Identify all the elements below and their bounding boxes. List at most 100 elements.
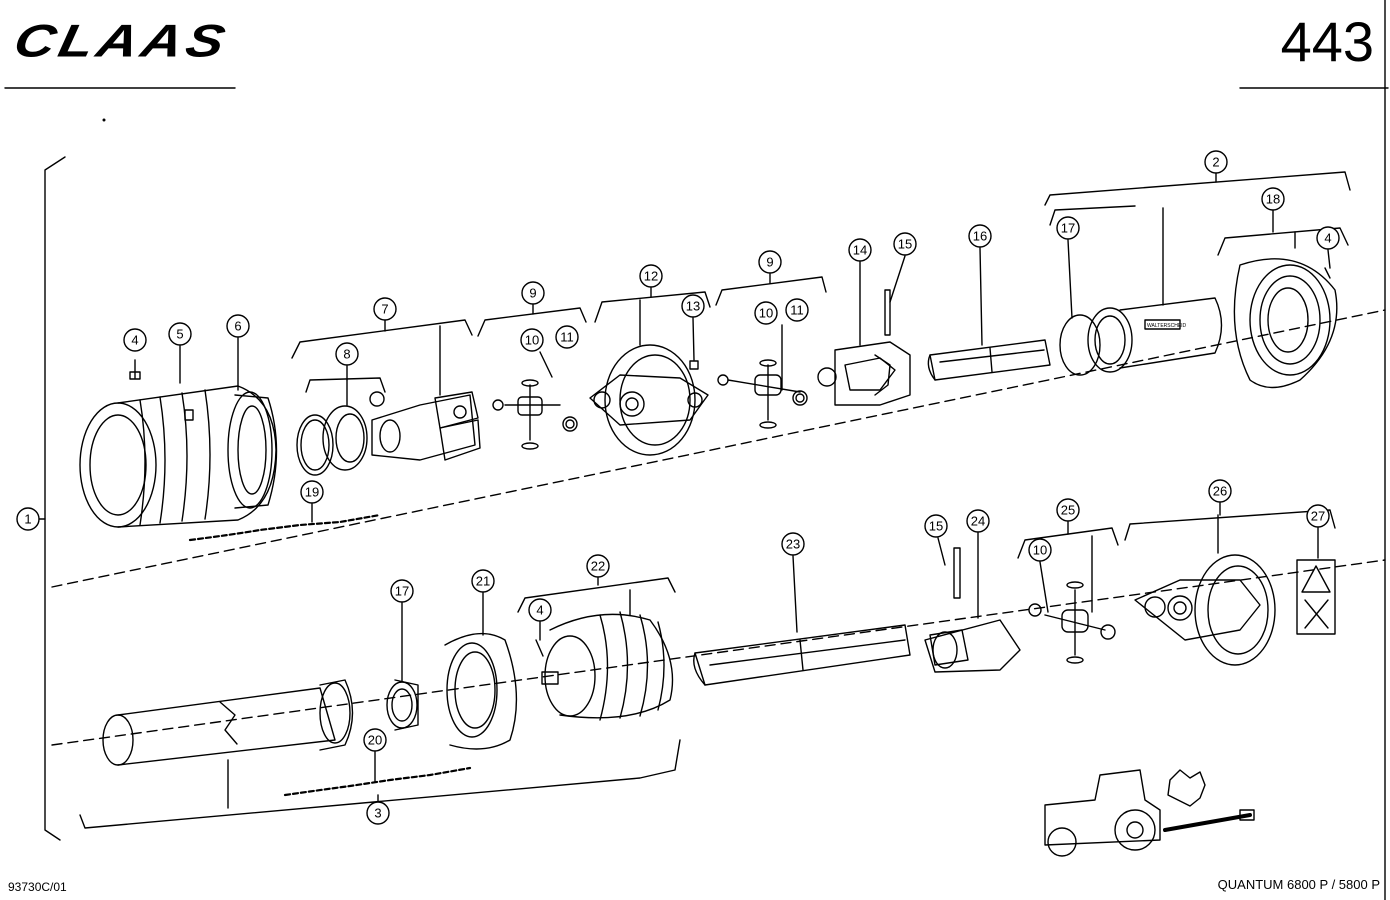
callout-11: 11 xyxy=(555,325,579,349)
callout-number: 27 xyxy=(1311,509,1325,524)
drawing-code: 93730C/01 xyxy=(8,880,67,894)
guard-rings-8 xyxy=(296,391,385,476)
callout-circle xyxy=(681,294,705,318)
guard-funnel-21 xyxy=(444,632,518,750)
callout-number: 11 xyxy=(560,330,574,345)
guard-bellows-22 xyxy=(535,611,674,721)
model-designation: QUANTUM 6800 P / 5800 P xyxy=(1217,877,1380,892)
outer-yoke-24 xyxy=(924,547,1021,673)
guard-tube-2-upper xyxy=(1059,297,1223,376)
callout-number: 1 xyxy=(24,512,31,527)
callout-9: 9 xyxy=(758,250,782,274)
callout-number: 11 xyxy=(790,303,804,318)
callout-number: 8 xyxy=(343,347,350,362)
callout-15: 15 xyxy=(924,514,948,538)
callout-11: 11 xyxy=(785,298,809,322)
callout-number: 13 xyxy=(686,299,700,314)
inner-yoke-14 xyxy=(817,289,911,406)
page-number: 443 xyxy=(1280,10,1374,73)
callout-circle xyxy=(1056,216,1080,240)
callout-number: 12 xyxy=(644,269,658,284)
callout-14: 14 xyxy=(848,238,872,262)
callout-circle xyxy=(335,342,359,366)
outer-profile-tube-23 xyxy=(693,624,911,686)
callout-17: 17 xyxy=(1056,216,1080,240)
callout-number: 26 xyxy=(1213,484,1227,499)
callout-4: 4 xyxy=(1316,226,1340,250)
cross-journal-25 xyxy=(1028,581,1116,664)
callout-number: 15 xyxy=(929,519,943,534)
callout-circle xyxy=(781,532,805,556)
callout-circle xyxy=(300,480,324,504)
callout-circle xyxy=(785,298,809,322)
callout-number: 6 xyxy=(234,319,241,334)
callout-circle xyxy=(848,238,872,262)
callout-circle xyxy=(1028,538,1052,562)
yoke-7 xyxy=(371,391,481,461)
callout-number: 7 xyxy=(381,302,388,317)
callout-15: 15 xyxy=(893,232,917,256)
callout-26: 26 xyxy=(1208,479,1232,503)
callout-circle xyxy=(1261,187,1285,211)
callout-23: 23 xyxy=(781,532,805,556)
callout-circle xyxy=(521,281,545,305)
callout-number: 4 xyxy=(1324,231,1331,246)
callout-9: 9 xyxy=(521,281,545,305)
tube-maker-label: WALTERSCHEID xyxy=(1147,323,1187,329)
guard-funnel-5 xyxy=(79,385,277,528)
callout-circle xyxy=(586,554,610,578)
callout-10: 10 xyxy=(754,301,778,325)
callout-27: 27 xyxy=(1306,504,1330,528)
callout-number: 23 xyxy=(786,537,800,552)
callout-number: 22 xyxy=(591,559,605,574)
bearing-ring-17-lower xyxy=(386,679,419,731)
callout-circle xyxy=(16,507,40,531)
callout-4: 4 xyxy=(528,598,552,622)
callout-circle xyxy=(1306,504,1330,528)
callout-25: 25 xyxy=(1056,498,1080,522)
callout-circle xyxy=(520,328,544,352)
callout-circle xyxy=(366,801,390,825)
callout-number: 4 xyxy=(131,333,138,348)
callout-circle xyxy=(966,509,990,533)
callout-circle xyxy=(754,301,778,325)
center-housing-12 xyxy=(589,344,709,456)
guard-tube-lower xyxy=(102,679,354,766)
callout-circle xyxy=(226,314,250,338)
callout-circle xyxy=(758,250,782,274)
callout-number: 10 xyxy=(1033,543,1047,558)
callout-10: 10 xyxy=(520,328,544,352)
cross-journal-9-left xyxy=(492,379,578,450)
callout-circle xyxy=(168,322,192,346)
callout-22: 22 xyxy=(586,554,610,578)
callout-number: 9 xyxy=(766,255,773,270)
callout-20: 20 xyxy=(363,728,387,752)
callout-circle xyxy=(1204,150,1228,174)
callout-2: 2 xyxy=(1204,150,1228,174)
callout-circle xyxy=(123,328,147,352)
callout-circle xyxy=(390,579,414,603)
tractor-pictogram xyxy=(1044,769,1255,857)
callout-24: 24 xyxy=(966,509,990,533)
retaining-chain-19 xyxy=(188,513,382,542)
callout-number: 14 xyxy=(853,243,867,258)
callout-16: 16 xyxy=(968,224,992,248)
callout-number: 25 xyxy=(1061,503,1075,518)
bolt-4-left xyxy=(129,359,141,380)
callout-7: 7 xyxy=(373,297,397,321)
callout-13: 13 xyxy=(681,294,705,318)
callout-number: 16 xyxy=(973,229,987,244)
callout-number: 2 xyxy=(1212,155,1219,170)
callout-circle xyxy=(363,728,387,752)
callout-4: 4 xyxy=(123,328,147,352)
callout-number: 24 xyxy=(971,514,985,529)
callout-number: 20 xyxy=(368,733,382,748)
callout-circle xyxy=(924,514,948,538)
callout-circle xyxy=(373,297,397,321)
callout-number: 4 xyxy=(536,603,543,618)
callout-number: 9 xyxy=(529,286,536,301)
guard-cone-18 xyxy=(1233,258,1338,389)
callout-circle xyxy=(528,598,552,622)
